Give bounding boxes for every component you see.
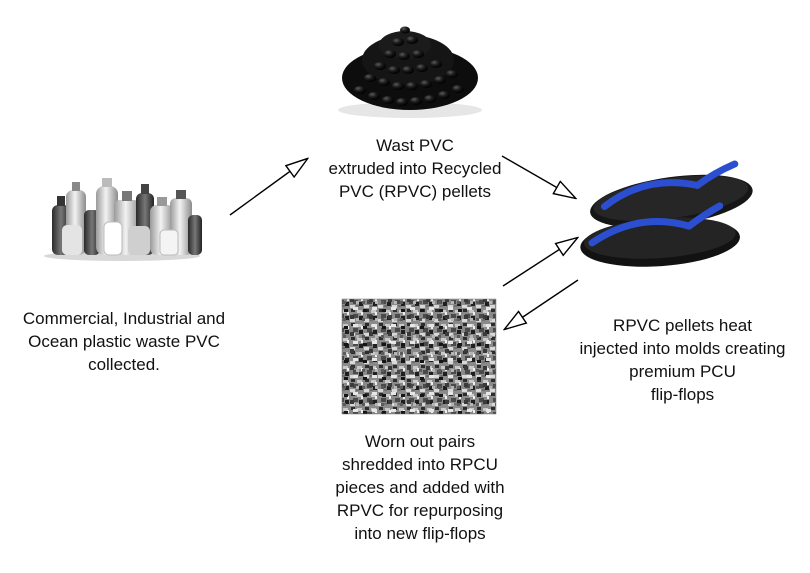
arrow-collect-to-extrude xyxy=(229,159,307,216)
shredded-pieces-image xyxy=(341,298,497,415)
caption-line: Commercial, Industrial and xyxy=(22,309,226,328)
caption-line: premium PCU xyxy=(629,362,736,381)
plastic-bottles-image xyxy=(44,178,202,261)
black-pellets-image xyxy=(338,26,482,118)
arrow-shred-to-mold xyxy=(502,238,577,287)
caption-line: injected into molds creating xyxy=(579,339,786,358)
caption-line: PVC (RPVC) pellets xyxy=(338,182,492,201)
caption-line: into new flip-flops xyxy=(354,524,486,543)
caption-line: collected. xyxy=(88,355,160,374)
caption-line: RPVC for repurposing xyxy=(336,501,504,520)
caption-extrude: Wast PVC extruded into Recycled PVC (RPV… xyxy=(290,134,540,203)
caption-line: Worn out pairs xyxy=(364,432,476,451)
flip-flops-image xyxy=(580,160,753,267)
arrow-extrude-to-mold xyxy=(501,155,575,198)
caption-line: pieces and added with xyxy=(335,478,505,497)
caption-line: RPVC pellets heat xyxy=(613,316,752,335)
caption-line: Ocean plastic waste PVC xyxy=(28,332,220,351)
arrow-mold-to-shred xyxy=(505,279,579,329)
caption-mold: RPVC pellets heat injected into molds cr… xyxy=(555,314,810,406)
caption-line: extruded into Recycled xyxy=(328,159,502,178)
caption-shred: Worn out pairs shredded into RPCU pieces… xyxy=(300,430,540,545)
caption-line: Wast PVC xyxy=(376,136,454,155)
caption-line: flip-flops xyxy=(650,385,715,404)
caption-collect: Commercial, Industrial and Ocean plastic… xyxy=(0,307,248,376)
caption-line: shredded into RPCU xyxy=(342,455,498,474)
